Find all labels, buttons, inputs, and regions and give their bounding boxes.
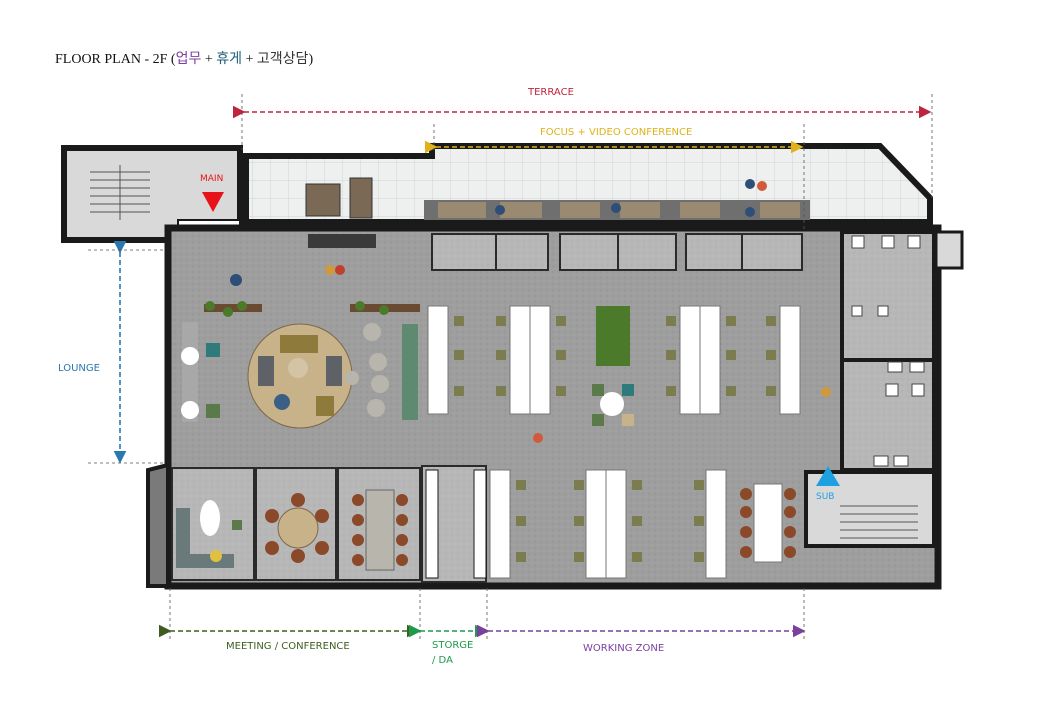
title-plus-1: + xyxy=(201,52,217,67)
title-prefix: FLOOR PLAN - 2F ( xyxy=(55,52,176,67)
main-entrance-label: MAIN xyxy=(200,174,224,184)
title-consult: 고객상담 xyxy=(256,52,309,67)
floor-plan-title: FLOOR PLAN - 2F (업무 + 휴게 + 고객상담) xyxy=(55,48,313,68)
focus-label: FOCUS + VIDEO CONFERENCE xyxy=(540,127,693,138)
working-zone-desks xyxy=(427,305,831,579)
main-entrance-marker xyxy=(202,192,224,212)
title-plus-2: + xyxy=(242,52,257,67)
dimension-arrows xyxy=(113,105,932,638)
meeting-label: MEETING / CONFERENCE xyxy=(226,641,350,652)
sub-entrance-marker xyxy=(816,466,840,486)
storage-label-line2: / DA xyxy=(432,655,453,666)
terrace-label: TERRACE xyxy=(528,87,574,98)
restroom-core xyxy=(840,230,964,472)
title-rest: 휴게 xyxy=(216,52,243,67)
sub-entrance-label: SUB xyxy=(816,492,835,502)
lounge-label: LOUNGE xyxy=(58,363,100,374)
title-suffix: ) xyxy=(308,52,314,67)
terrace-area xyxy=(243,143,933,225)
storage-room xyxy=(421,465,487,583)
focus-booths xyxy=(431,233,803,271)
extension-lines xyxy=(88,94,933,640)
meeting-rooms xyxy=(171,467,421,581)
working-label: WORKING ZONE xyxy=(583,643,665,654)
lounge-area xyxy=(172,234,422,464)
storage-label-line1: STORGE xyxy=(432,640,474,651)
title-work: 업무 xyxy=(175,52,202,67)
